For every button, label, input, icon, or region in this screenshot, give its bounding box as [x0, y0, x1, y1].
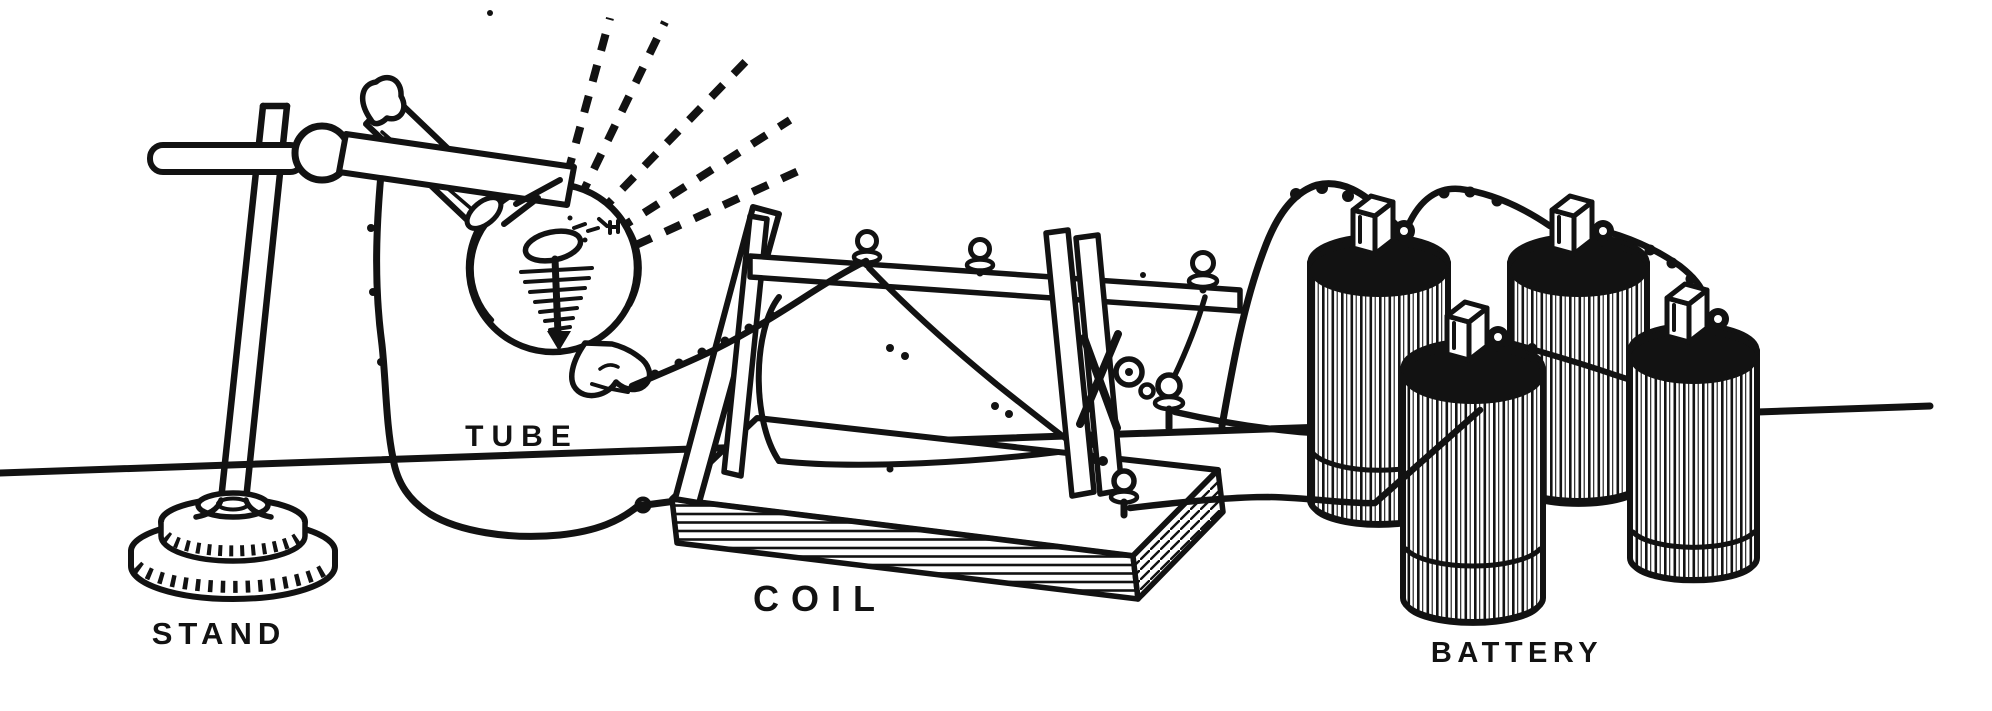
figure-labels: STAND TUBE COIL BATTERY — [152, 420, 1603, 669]
induction-coil-illustration — [628, 204, 1319, 602]
battery-illustration — [1126, 180, 1760, 626]
clamp-bar — [336, 131, 577, 208]
battery-terminal-clamp — [1549, 193, 1614, 257]
coil-frame-upright-left — [721, 213, 770, 479]
binding-post — [1108, 468, 1140, 519]
print-specks — [487, 10, 1146, 473]
coil-frame-upright-right-rear — [1043, 227, 1097, 499]
cell-link-wire — [1404, 185, 1566, 235]
battery-cell — [1627, 322, 1760, 584]
coil-to-battery-wire-upper — [1171, 408, 1319, 437]
tube-tip — [359, 74, 407, 127]
coil-label: COIL — [753, 578, 887, 619]
battery-terminal-clamp — [1664, 281, 1729, 345]
stand-base — [128, 496, 338, 602]
xray-tube-illustration — [336, 74, 680, 540]
tube-electrode — [519, 215, 620, 351]
coil-to-battery-arch-wire — [1218, 180, 1402, 430]
battery-label: BATTERY — [1431, 637, 1603, 669]
binding-post — [964, 237, 996, 277]
coil-to-battery-wire-lower — [1126, 406, 1484, 512]
coil-cylinder — [755, 294, 782, 464]
cell-link-wire — [1497, 337, 1646, 387]
tube-to-coil-wire — [628, 257, 870, 390]
stand-label: STAND — [152, 616, 286, 651]
tube-label: TUBE — [465, 420, 579, 453]
battery-terminal-clamp — [1444, 299, 1509, 363]
interrupter — [1076, 330, 1156, 466]
stand-illustration — [128, 102, 353, 602]
battery-terminal-clamp — [1350, 193, 1415, 257]
cathode-wire — [367, 170, 680, 540]
tube-neck-mouth — [464, 195, 504, 231]
binding-post — [1152, 372, 1186, 432]
binding-post — [1186, 250, 1220, 294]
battery-cell — [1400, 338, 1546, 626]
clamp-arm — [147, 142, 306, 175]
